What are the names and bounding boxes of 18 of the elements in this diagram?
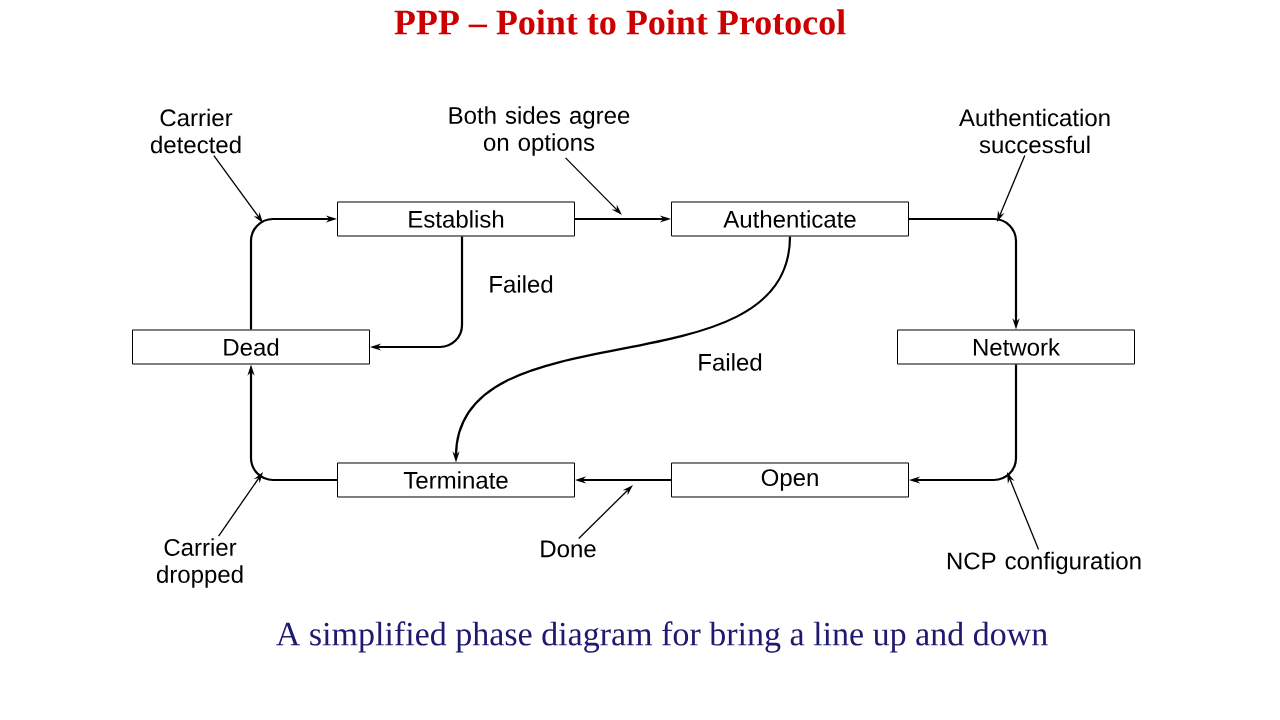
annotation-text: Both sides agree on options (449, 106, 630, 156)
phase-box: Authenticate (671, 201, 909, 237)
annotation-text: Carrier dropped (157, 538, 243, 588)
annotation-text: NCP configuration (947, 551, 1141, 575)
leader-arrow (564, 157, 622, 215)
leader-arrow (578, 485, 633, 540)
edge-label: Failed (695, 351, 765, 373)
annotation-text: Carrier detected (151, 108, 241, 154)
title: PPP – Point to Point Protocol (394, 9, 846, 35)
phase-box: Open (671, 462, 909, 498)
phase-box: Terminate (337, 462, 575, 498)
phase-box: Establish (337, 201, 575, 237)
caption: A simplified phase diagram for bring a line up and down (276, 621, 1048, 653)
annotation-text: Authentication successful (959, 108, 1110, 154)
annotation-text: Done (541, 540, 596, 558)
edge-label: Failed (486, 273, 556, 295)
phase-box: Dead (132, 329, 370, 365)
phase-box: Network (897, 329, 1135, 365)
